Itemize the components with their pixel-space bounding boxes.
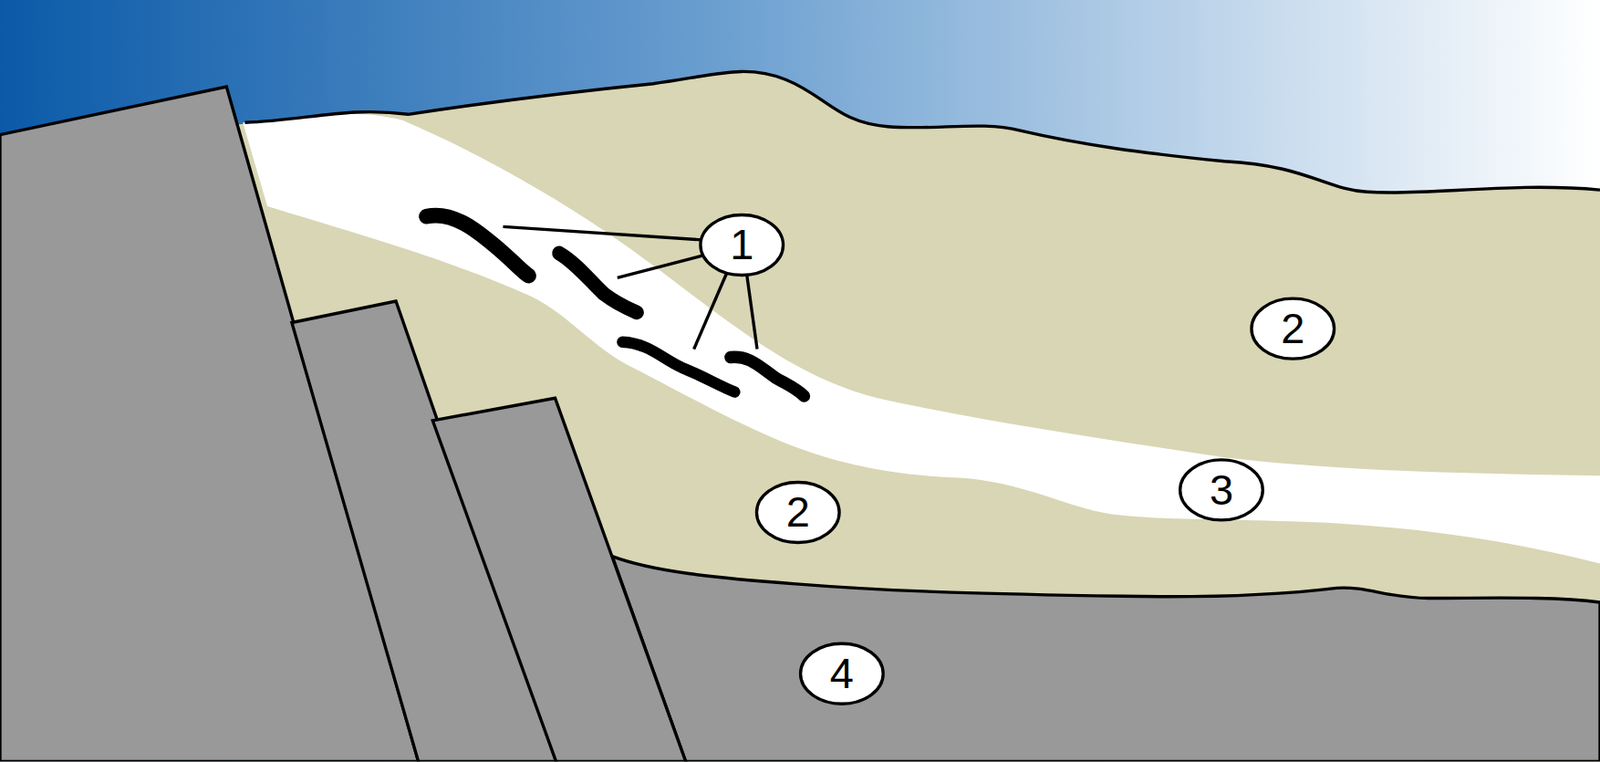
fossil: [622, 342, 735, 393]
fossil: [426, 215, 530, 276]
fossils: [426, 215, 805, 396]
circle-shape: [1251, 298, 1335, 359]
fossil: [559, 252, 637, 312]
callout-circle: 4: [799, 642, 885, 706]
leader-line: [502, 226, 702, 240]
leader-line: [747, 275, 758, 350]
leader-line: [617, 255, 705, 279]
leader-line: [694, 273, 728, 350]
callout-number: 1: [729, 223, 754, 267]
seabed-outline: [244, 71, 1600, 193]
callout-circle: 2: [755, 480, 842, 544]
callout-circle: 2: [1249, 297, 1336, 361]
fossil: [730, 356, 805, 396]
callout-circle: 3: [1178, 457, 1265, 521]
circle-shape: [800, 643, 884, 704]
callout-number: 2: [1280, 307, 1305, 351]
circle-shape: [756, 482, 840, 543]
bedrock: [612, 556, 1600, 762]
callout-number: 4: [830, 652, 854, 696]
callout-circle: 1: [698, 213, 785, 277]
rock-block: [432, 397, 686, 761]
sediment-layer: [234, 71, 1600, 761]
circle-shape: [700, 214, 784, 275]
circle-shape: [1180, 459, 1264, 520]
callout-number: 3: [1209, 467, 1234, 511]
callout-number: 2: [786, 490, 811, 534]
